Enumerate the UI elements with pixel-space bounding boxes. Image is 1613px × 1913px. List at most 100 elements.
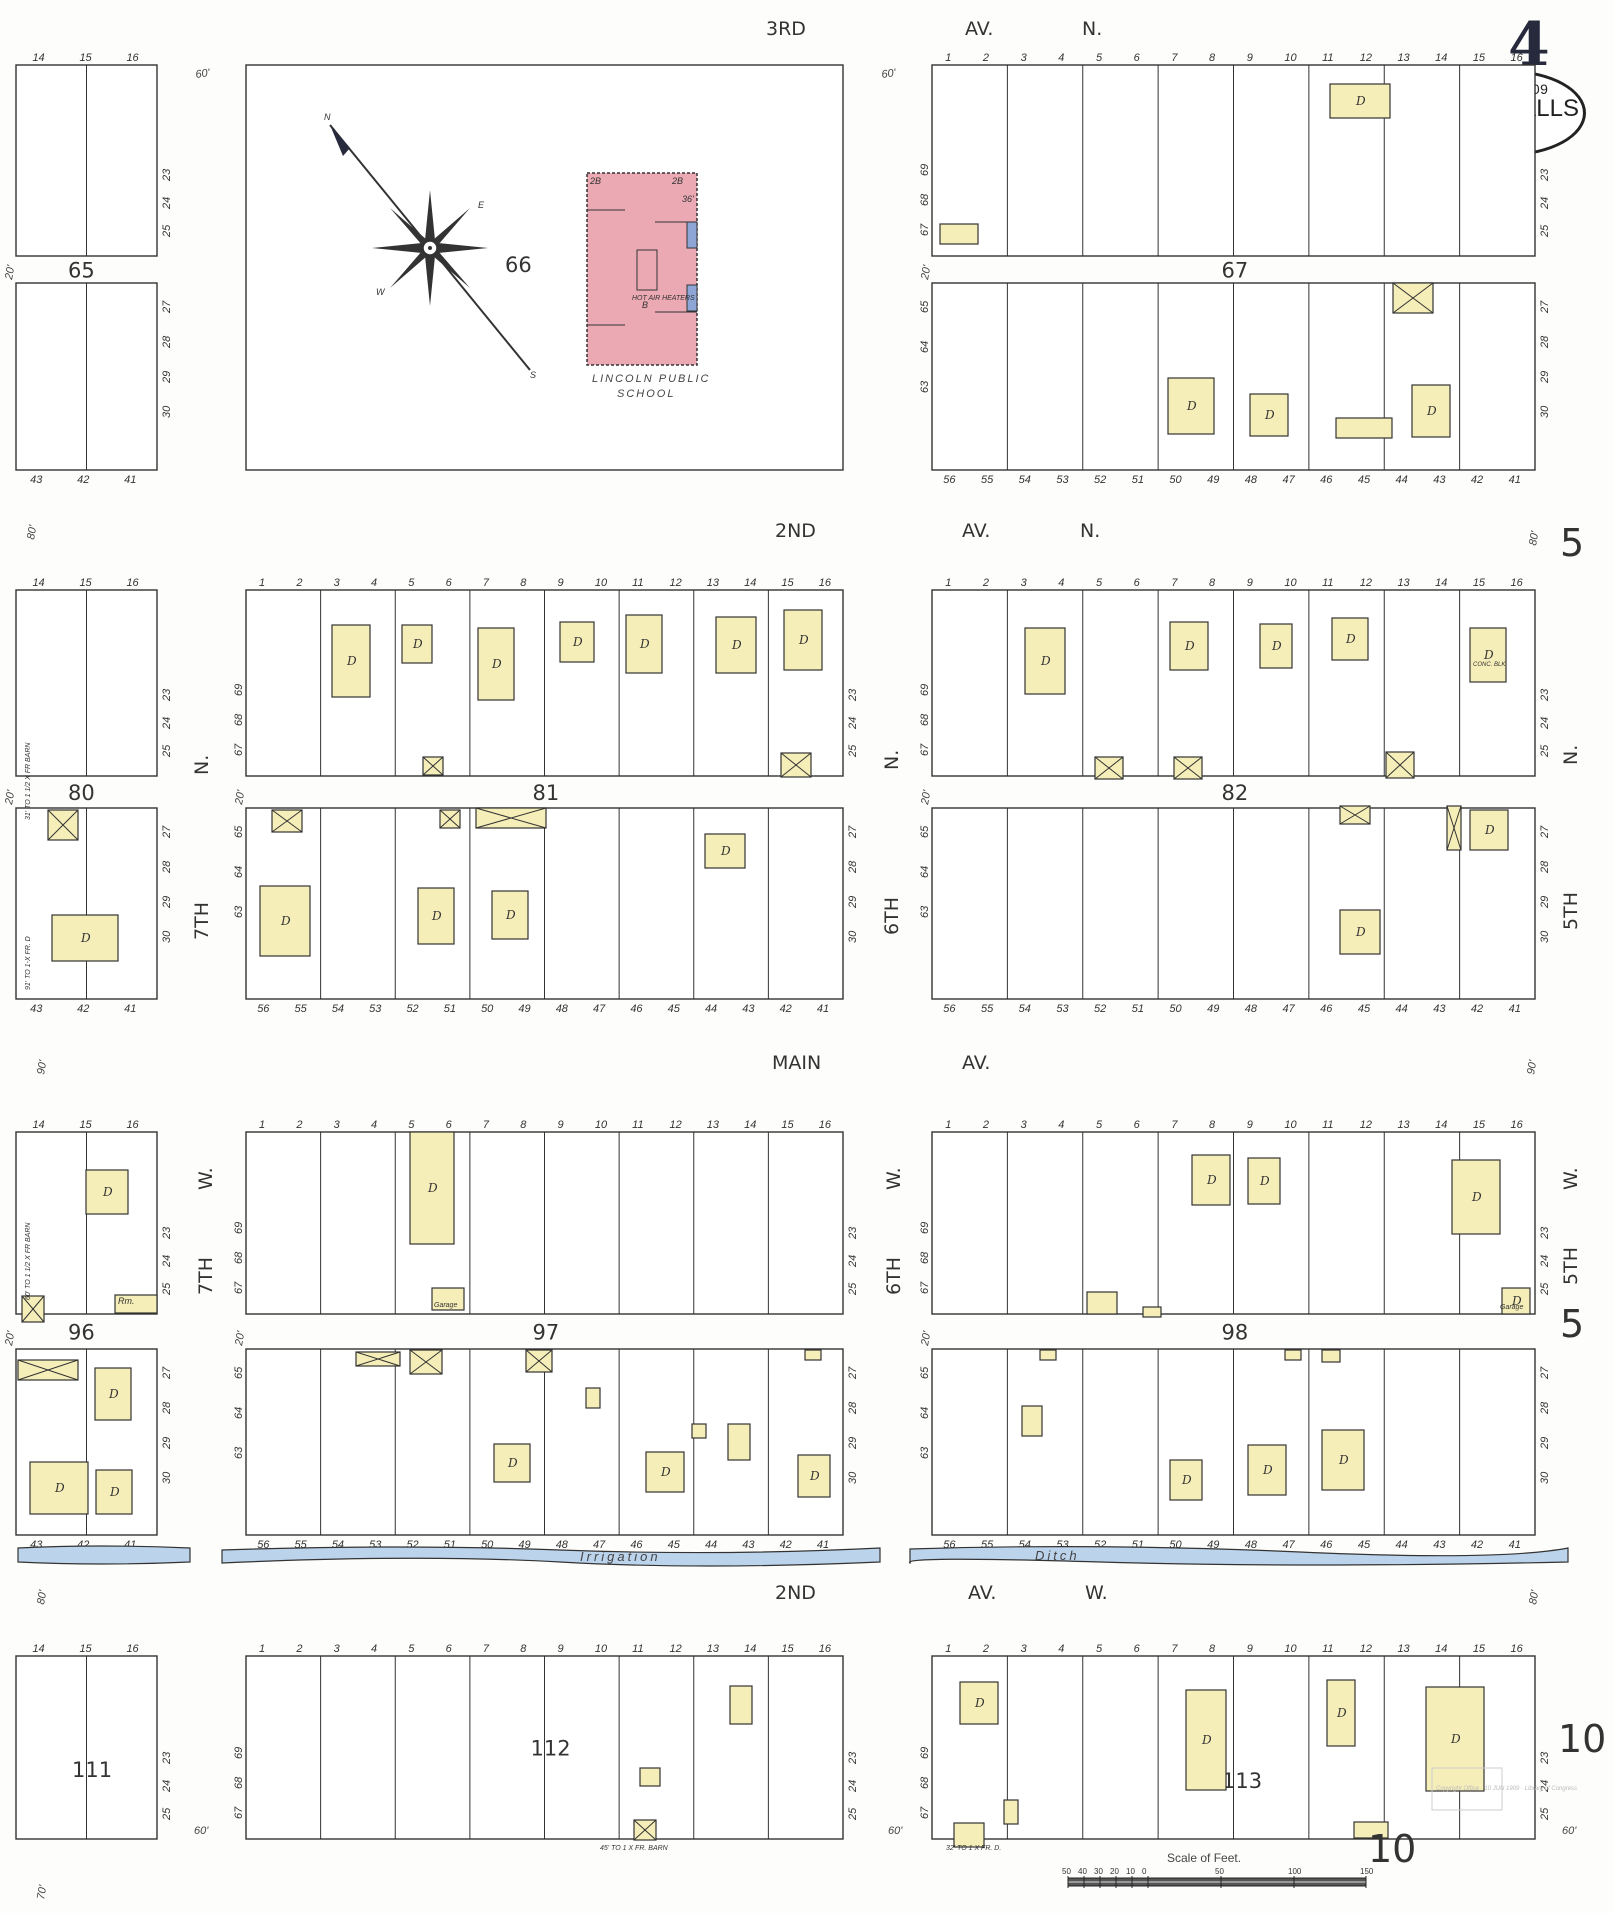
lot-number: 12 xyxy=(669,577,681,589)
dwelling-code: D xyxy=(1040,654,1051,668)
dwelling: D xyxy=(95,1469,133,1515)
lot-number: 42 xyxy=(77,1003,89,1015)
dwelling-code: D xyxy=(1338,1453,1349,1467)
dwelling: D xyxy=(85,1169,129,1215)
lot-number: 23 xyxy=(1539,1226,1551,1240)
lot-number: 41 xyxy=(1509,474,1521,486)
dwelling-footprint xyxy=(1003,1799,1019,1825)
dwelling-footprint xyxy=(559,621,595,663)
lot-number: 13 xyxy=(1397,52,1410,64)
dwelling-footprint xyxy=(1021,1405,1043,1437)
dwelling-footprint xyxy=(431,1287,465,1311)
dwelling: D xyxy=(1469,627,1507,683)
dwelling-code: D xyxy=(1355,94,1366,108)
dwelling-code: D xyxy=(1262,1463,1273,1477)
dwelling-code: D xyxy=(809,1469,820,1483)
lot-number: 5 xyxy=(408,1119,415,1131)
lot-number: 46 xyxy=(630,1003,643,1015)
block-number: 111 xyxy=(72,1758,112,1782)
dwelling-footprint xyxy=(1469,809,1509,851)
lot-number: 1 xyxy=(259,1643,265,1655)
dwelling: D xyxy=(1411,384,1451,438)
dwelling: D xyxy=(1185,1689,1227,1791)
lot-number: 50 xyxy=(1169,474,1182,486)
lot-number: 5 xyxy=(1096,577,1103,589)
lot-number: 43 xyxy=(742,1539,755,1551)
dwelling-code: D xyxy=(1206,1173,1217,1187)
dwelling-code: D xyxy=(1181,1473,1192,1487)
dwelling xyxy=(585,1387,601,1409)
dwelling-footprint xyxy=(1185,1689,1227,1791)
lot-number: 64 xyxy=(233,866,245,878)
lot-number: 54 xyxy=(1019,474,1031,486)
dwelling: D xyxy=(1451,1159,1501,1235)
lot-number: 43 xyxy=(30,474,43,486)
lot-number: 41 xyxy=(817,1003,829,1015)
lot-number: 4 xyxy=(371,1119,377,1131)
dwelling: D xyxy=(1501,1287,1531,1315)
dwelling-footprint xyxy=(1326,1679,1356,1747)
lot-number: 43 xyxy=(1433,1539,1446,1551)
width-bottom-far-left: 70' xyxy=(35,1883,49,1900)
dwelling xyxy=(729,1685,753,1725)
lot-number: 63 xyxy=(919,380,931,393)
adjoining-sheet-5-lower: 5 xyxy=(1560,1302,1584,1346)
street-7th-n-dir: N. xyxy=(191,755,213,775)
lot-number: 14 xyxy=(1435,1643,1447,1655)
lot-number: 24 xyxy=(847,1255,859,1268)
dwelling-code: D xyxy=(109,1485,120,1499)
lot-number: 69 xyxy=(919,1747,931,1759)
lot-number: 14 xyxy=(744,1643,756,1655)
auto-shed xyxy=(422,756,444,776)
lot-number: 3 xyxy=(1021,1643,1028,1655)
lot-number: 24 xyxy=(1539,717,1551,730)
block-number: 97 xyxy=(533,1321,560,1345)
lot-number: 49 xyxy=(518,1003,530,1015)
lot-number: 67 xyxy=(919,223,931,236)
lot-number: 28 xyxy=(1539,335,1551,349)
dwelling-footprint xyxy=(1247,1444,1287,1496)
width-main-left: 90' xyxy=(35,1058,49,1075)
lot-number: 55 xyxy=(981,1003,994,1015)
dwelling-footprint xyxy=(493,1443,531,1483)
auto-shed xyxy=(17,1359,79,1381)
lot-number: 7 xyxy=(1171,52,1178,64)
lot-number: 24 xyxy=(1539,197,1551,210)
school-name-line2: SCHOOL xyxy=(617,388,675,400)
lot-number: 53 xyxy=(1056,1003,1069,1015)
lot-number: 23 xyxy=(1539,168,1551,182)
street-3rd-av-n-dir: N. xyxy=(1082,18,1102,40)
lot-number: 54 xyxy=(332,1003,344,1015)
lot-number: 23 xyxy=(161,168,173,182)
lot-number: 53 xyxy=(369,1003,382,1015)
dwelling xyxy=(804,1349,822,1361)
dwelling: D xyxy=(493,1443,531,1483)
lot-number: 16 xyxy=(1511,52,1524,64)
lot-number: 14 xyxy=(32,1643,44,1655)
dwelling-code: D xyxy=(80,931,91,945)
lot-number: 43 xyxy=(1433,474,1446,486)
lot-number: 48 xyxy=(1245,1003,1258,1015)
lot-number: 1 xyxy=(259,577,265,589)
dwelling-footprint xyxy=(585,1387,601,1409)
dwelling-code: D xyxy=(1264,408,1275,422)
lot-number: 42 xyxy=(1471,474,1483,486)
lot-number: 1 xyxy=(945,1643,951,1655)
lot-number: 64 xyxy=(233,1407,245,1419)
dwelling: D xyxy=(559,621,595,663)
lot-number: 24 xyxy=(161,1255,173,1268)
lot-number: 15 xyxy=(79,52,92,64)
stamp-text: Copyright Office · 10 JUN 1909 · Library… xyxy=(1436,1786,1577,1792)
dwelling-code: D xyxy=(1259,1174,1270,1188)
lot-number: 7 xyxy=(483,1119,490,1131)
dwelling-code: D xyxy=(1471,1190,1482,1204)
cross-line xyxy=(409,1349,443,1375)
cross-line xyxy=(439,809,461,829)
lot-number: 25 xyxy=(1539,1807,1551,1821)
lot-number: 28 xyxy=(847,1401,859,1415)
dwelling-footprint xyxy=(1451,1159,1501,1235)
dwelling: D xyxy=(401,624,433,664)
auto-shed xyxy=(780,752,812,778)
scale-tick-label: 0 xyxy=(1142,1867,1147,1876)
